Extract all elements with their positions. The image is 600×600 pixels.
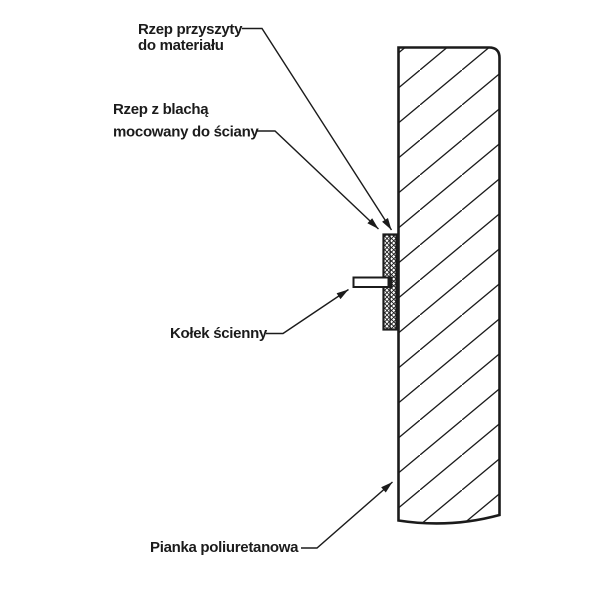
label-rzep-przyszyty-line1: Rzep przyszyty (138, 21, 243, 38)
wall-plug-shape (352, 276, 393, 288)
label-kolek-scienny: Kołek ścienny (170, 325, 268, 342)
label-pianka-poliuretanowa: Pianka poliuretanowa (150, 539, 299, 556)
leader-line-kolek-scienny (266, 288, 349, 335)
label-rzep-z-blacha-line1: Rzep z blachą (113, 101, 209, 118)
label-rzep-przyszyty-line2: do materiału (138, 37, 224, 54)
label-rzep-z-blacha-line2: mocowany do ściany (113, 124, 259, 141)
leader-line-pianka-poliuretanowa (301, 481, 393, 549)
leader-line-rzep-przyszyty (242, 27, 393, 231)
wall-plug-screw-head (387, 278, 393, 287)
foam-panel-shape (397, 46, 501, 525)
leader-line-rzep-z-blacha (256, 130, 379, 230)
